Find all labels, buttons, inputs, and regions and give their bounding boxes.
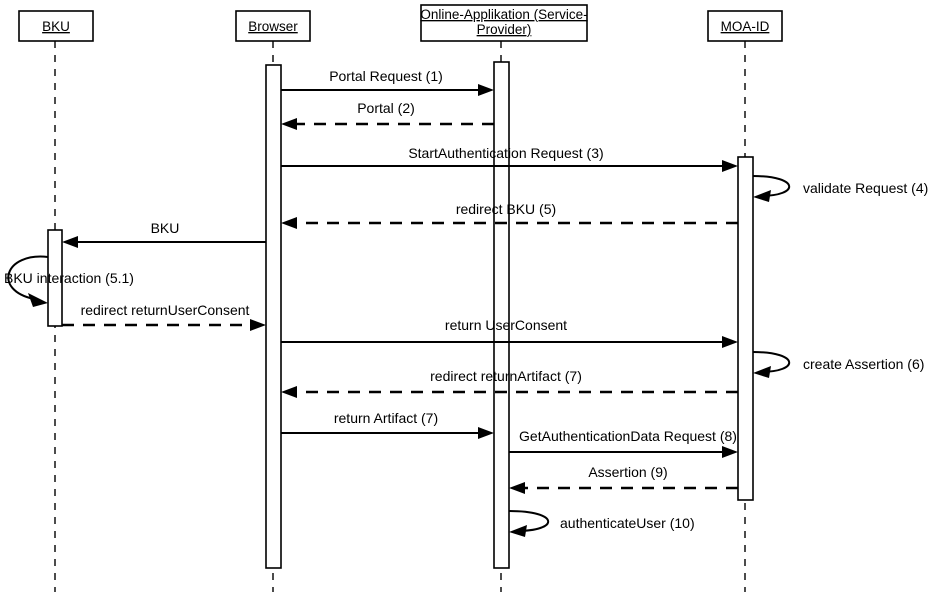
activation-bar-bku	[47, 229, 63, 327]
message-label-create-assertion: create Assertion (6)	[803, 356, 924, 372]
arrowhead-startauthentication-request	[722, 160, 738, 172]
message-startauthentication-request[interactable]: StartAuthentication Request (3)	[281, 145, 738, 172]
message-bku-interaction[interactable]: BKU interaction (5.1)	[4, 255, 134, 307]
message-arc-bku-interaction	[7, 255, 49, 300]
message-redirect-returnuserconsent[interactable]: redirect returnUserConsent	[62, 302, 266, 331]
arrowhead-assertion	[509, 482, 525, 494]
message-redirect-bku[interactable]: redirect BKU (5)	[281, 201, 738, 229]
message-label-portal: Portal (2)	[357, 100, 415, 116]
participant-header-browser[interactable]: Browser	[235, 10, 311, 42]
message-label-assertion: Assertion (9)	[588, 464, 667, 480]
arrowhead-portal	[281, 118, 297, 130]
message-arc-authenticateuser	[508, 510, 550, 532]
arrowhead-redirect-returnartifact	[281, 386, 297, 398]
participant-header-bku[interactable]: BKU	[18, 10, 94, 42]
message-authenticateuser[interactable]: authenticateUser (10)	[508, 510, 695, 537]
participant-header-online-applikation[interactable]: Online-Applikation (Service- Provider)	[420, 4, 588, 42]
message-return-userconsent[interactable]: return UserConsent	[281, 317, 738, 348]
arrowhead-create-assertion	[753, 366, 771, 378]
message-label-validate-request: validate Request (4)	[803, 180, 928, 196]
participant-header-moaid[interactable]: MOA-ID	[707, 10, 783, 42]
message-label-portal-request: Portal Request (1)	[329, 68, 443, 84]
arrowhead-redirect-returnuserconsent	[250, 319, 266, 331]
activation-bar-moaid	[737, 156, 754, 501]
arrowhead-return-userconsent	[722, 336, 738, 348]
message-bku[interactable]: BKU	[62, 220, 266, 248]
arrowhead-return-artifact	[478, 427, 494, 439]
participant-box-online-applikation[interactable]	[420, 4, 588, 42]
participant-label-online-applikation-line2: Provider)	[477, 22, 532, 37]
arrowhead-redirect-bku	[281, 217, 297, 229]
message-getauthenticationdata-request[interactable]: GetAuthenticationData Request (8)	[509, 428, 738, 458]
message-arc-validate-request	[752, 175, 791, 197]
message-assertion[interactable]: Assertion (9)	[509, 464, 738, 494]
message-validate-request[interactable]: validate Request (4)	[752, 175, 928, 202]
message-label-startauthentication-request: StartAuthentication Request (3)	[408, 145, 603, 161]
activation-bar-online-applikation	[493, 61, 510, 569]
participant-box-bku[interactable]	[18, 10, 94, 42]
message-portal-request[interactable]: Portal Request (1)	[281, 68, 494, 96]
message-label-return-userconsent: return UserConsent	[445, 317, 567, 333]
arrowhead-portal-request	[478, 84, 494, 96]
participant-label-bku: BKU	[42, 19, 70, 34]
activation-bar-browser	[265, 64, 282, 569]
message-label-redirect-returnuserconsent: redirect returnUserConsent	[81, 302, 250, 318]
arrowhead-validate-request	[753, 190, 771, 202]
participant-label-online-applikation-line1: Online-Applikation (Service-	[420, 7, 587, 22]
message-label-authenticateuser: authenticateUser (10)	[560, 515, 695, 531]
participant-label-browser: Browser	[248, 19, 298, 34]
message-label-bku: BKU	[151, 220, 180, 236]
message-label-redirect-bku: redirect BKU (5)	[456, 201, 556, 217]
message-label-redirect-returnartifact: redirect returnArtifact (7)	[430, 368, 582, 384]
participant-label-moaid: MOA-ID	[721, 19, 770, 34]
message-create-assertion[interactable]: create Assertion (6)	[752, 351, 924, 378]
message-redirect-returnartifact[interactable]: redirect returnArtifact (7)	[281, 368, 738, 398]
message-arc-create-assertion	[752, 351, 791, 373]
arrowhead-authenticateuser	[509, 525, 527, 537]
message-portal[interactable]: Portal (2)	[281, 100, 494, 130]
message-label-bku-interaction: BKU interaction (5.1)	[4, 270, 134, 286]
message-label-getauthenticationdata-request: GetAuthenticationData Request (8)	[519, 428, 737, 444]
arrowhead-bku-interaction	[28, 293, 48, 307]
participant-box-moaid[interactable]	[707, 10, 783, 42]
message-return-artifact[interactable]: return Artifact (7)	[281, 410, 494, 439]
arrowhead-bku	[62, 236, 78, 248]
message-label-return-artifact: return Artifact (7)	[334, 410, 438, 426]
arrowhead-getauthenticationdata-request	[722, 446, 738, 458]
